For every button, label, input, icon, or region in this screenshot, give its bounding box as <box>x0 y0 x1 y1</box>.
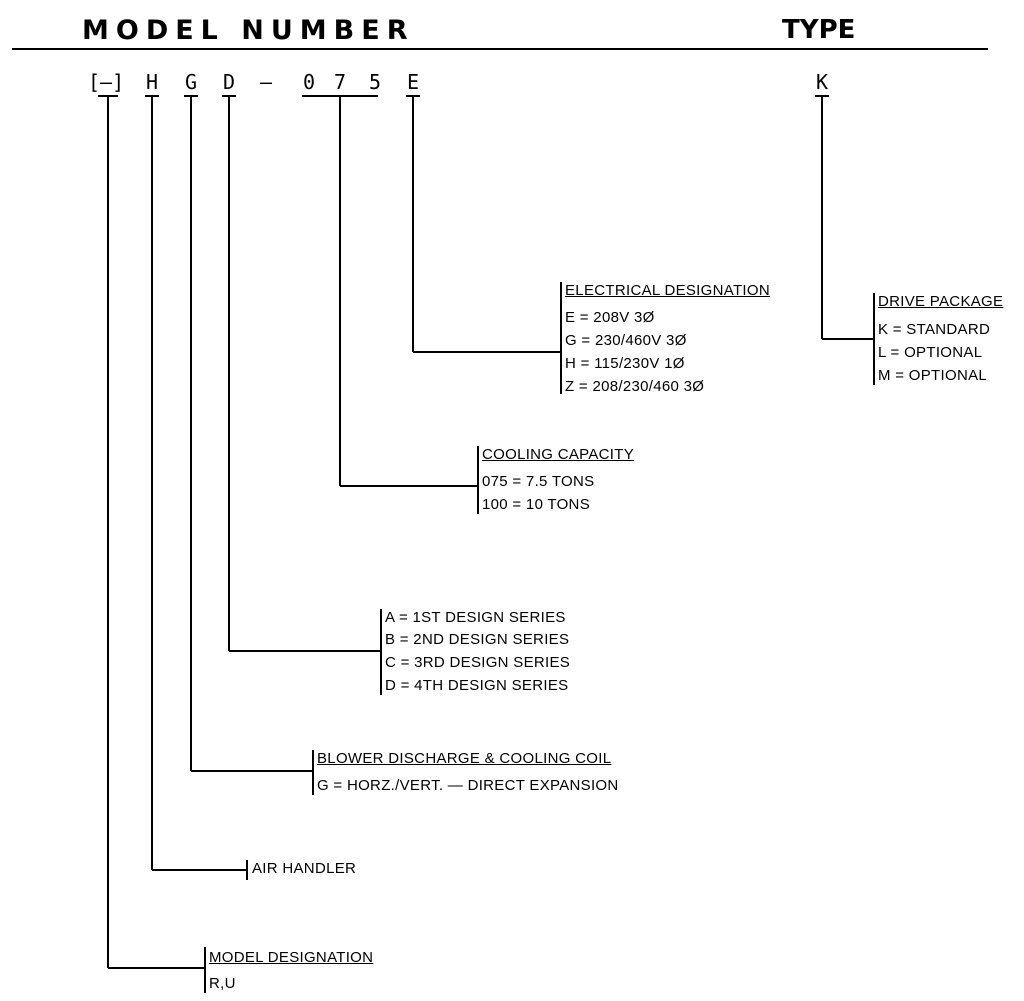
code-digit-5: 5 <box>369 70 382 94</box>
drive-item: L = OPTIONAL <box>878 344 983 361</box>
code-digit-0: 0 <box>303 70 316 94</box>
code-e: E <box>407 70 420 94</box>
code-g: G <box>185 70 198 94</box>
blower-title: BLOWER DISCHARGE & COOLING COIL <box>317 750 612 767</box>
cooling-item: 100 = 10 TONS <box>482 496 590 513</box>
electrical-item: G = 230/460V 3Ø <box>565 332 687 349</box>
code-d: D <box>223 70 236 94</box>
code-dash: – <box>260 70 273 94</box>
code-prefix: [–] <box>88 70 125 94</box>
drive-item: M = OPTIONAL <box>878 367 988 384</box>
drive-title: DRIVE PACKAGE <box>878 293 1004 310</box>
code-k: K <box>816 70 829 94</box>
model-designation-title: MODEL DESIGNATION <box>209 949 374 966</box>
drive-item: K = STANDARD <box>878 321 991 338</box>
electrical-item: Z = 208/230/460 3Ø <box>565 378 705 395</box>
code-digit-7: 7 <box>334 70 347 94</box>
air-handler-label: AIR HANDLER <box>252 860 357 877</box>
design-item: D = 4TH DESIGN SERIES <box>385 677 569 694</box>
design-item: A = 1ST DESIGN SERIES <box>385 609 566 626</box>
electrical-item: H = 115/230V 1Ø <box>565 355 685 372</box>
cooling-item: 075 = 7.5 TONS <box>482 473 595 490</box>
electrical-title: ELECTRICAL DESIGNATION <box>565 282 770 299</box>
design-item: C = 3RD DESIGN SERIES <box>385 654 571 671</box>
electrical-item: E = 208V 3Ø <box>565 309 655 326</box>
code-h: H <box>146 70 159 94</box>
type-heading: TYPE <box>782 15 856 45</box>
design-item: B = 2ND DESIGN SERIES <box>385 631 570 648</box>
cooling-title: COOLING CAPACITY <box>482 446 635 463</box>
blower-item: G = HORZ./VERT. — DIRECT EXPANSION <box>317 777 619 794</box>
model-number-heading: MODEL NUMBER <box>82 15 415 46</box>
model-designation-item: R,U <box>209 975 236 992</box>
